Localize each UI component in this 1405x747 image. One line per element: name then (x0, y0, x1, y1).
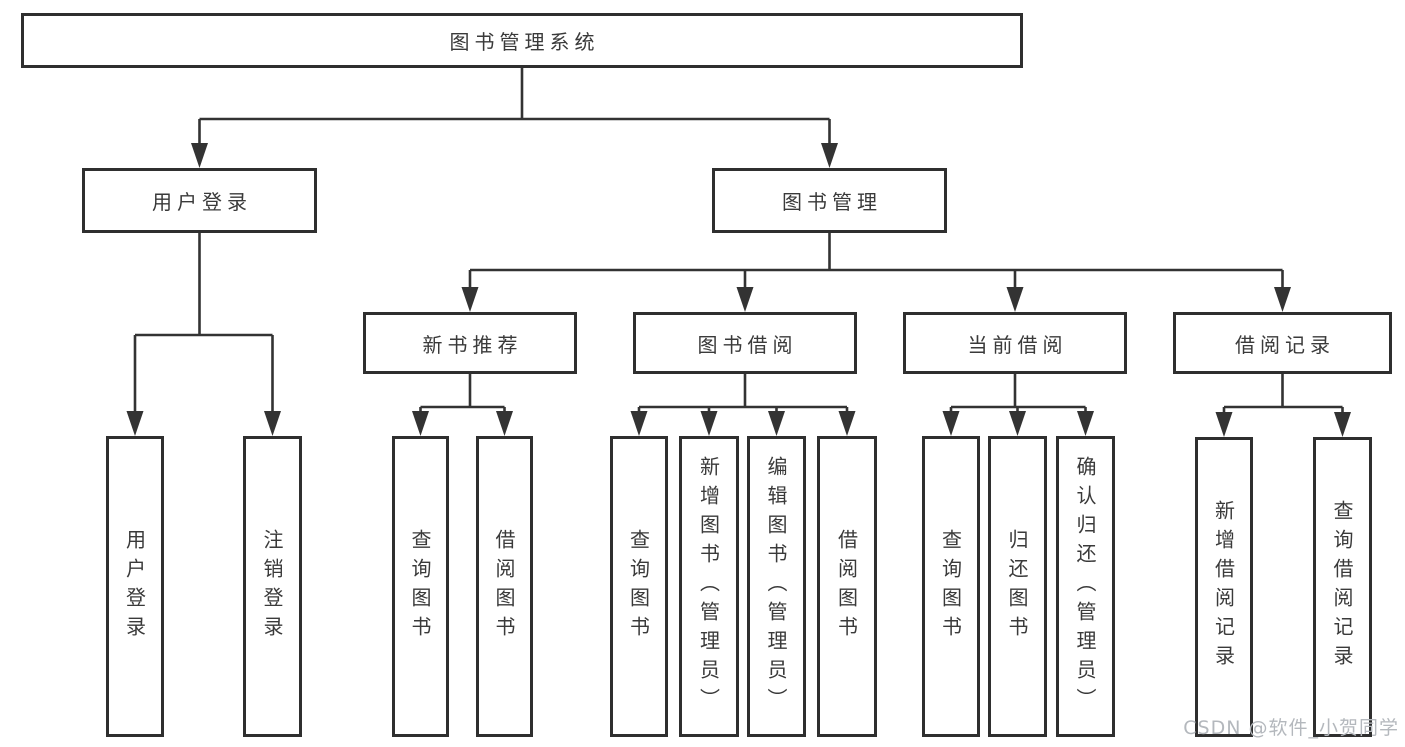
node-current-borrow: 当前借阅 (903, 312, 1127, 374)
csdn-watermark: CSDN @软件_小贺同学 (1183, 717, 1399, 739)
leaf-query-borrow-record: 查询借阅记录 (1313, 437, 1372, 737)
node-system-root: 图书管理系统 (21, 13, 1023, 68)
node-book-management: 图书管理 (712, 168, 947, 233)
node-current-borrow-label: 当前借阅 (967, 332, 1068, 357)
leaf-user-login: 用户登录 (106, 436, 164, 737)
node-user-login-label: 用户登录 (152, 190, 252, 214)
node-new-book-recommend-label: 新书推荐 (422, 332, 523, 357)
leaf-confirm-return-admin-label: 确认归还（管理员） (1073, 456, 1097, 717)
leaf-newbook-borrow-label: 借阅图书 (492, 528, 516, 645)
leaf-add-borrow-record: 新增借阅记录 (1195, 437, 1253, 737)
leaf-newbook-query: 查询图书 (392, 436, 449, 737)
leaf-borrow-query-book: 查询图书 (610, 436, 668, 737)
node-new-book-recommend: 新书推荐 (363, 312, 577, 374)
leaf-add-book-admin: 新增图书（管理员） (679, 436, 739, 737)
leaf-return-book-label: 归还图书 (1005, 528, 1029, 645)
node-book-management-label: 图书管理 (782, 190, 882, 214)
leaf-query-borrow-record-label: 查询借阅记录 (1330, 500, 1354, 674)
leaf-edit-book-admin-label: 编辑图书（管理员） (764, 456, 788, 717)
leaf-return-book: 归还图书 (988, 436, 1047, 737)
node-book-borrow-label: 图书借阅 (697, 332, 798, 357)
leaf-borrow-query-book-label: 查询图书 (626, 528, 651, 645)
leaf-add-borrow-record-label: 新增借阅记录 (1211, 500, 1236, 674)
node-book-borrow: 图书借阅 (633, 312, 857, 374)
leaf-newbook-query-label: 查询图书 (408, 528, 432, 645)
leaf-user-login-label: 用户登录 (122, 528, 147, 645)
leaf-borrow-book: 借阅图书 (817, 436, 877, 737)
leaf-add-book-admin-label: 新增图书（管理员） (696, 456, 721, 717)
node-user-login: 用户登录 (82, 168, 317, 233)
leaf-logout: 注销登录 (243, 436, 302, 737)
leaf-current-query-book-label: 查询图书 (938, 528, 963, 645)
node-borrow-records: 借阅记录 (1173, 312, 1392, 374)
node-system-root-label: 图书管理系统 (449, 30, 600, 54)
leaf-confirm-return-admin: 确认归还（管理员） (1056, 436, 1115, 737)
leaf-newbook-borrow: 借阅图书 (476, 436, 533, 737)
leaf-borrow-book-label: 借阅图书 (834, 528, 859, 645)
leaf-current-query-book: 查询图书 (922, 436, 980, 737)
leaf-logout-label: 注销登录 (260, 528, 284, 645)
node-borrow-records-label: 借阅记录 (1235, 332, 1335, 357)
leaf-edit-book-admin: 编辑图书（管理员） (747, 436, 806, 737)
